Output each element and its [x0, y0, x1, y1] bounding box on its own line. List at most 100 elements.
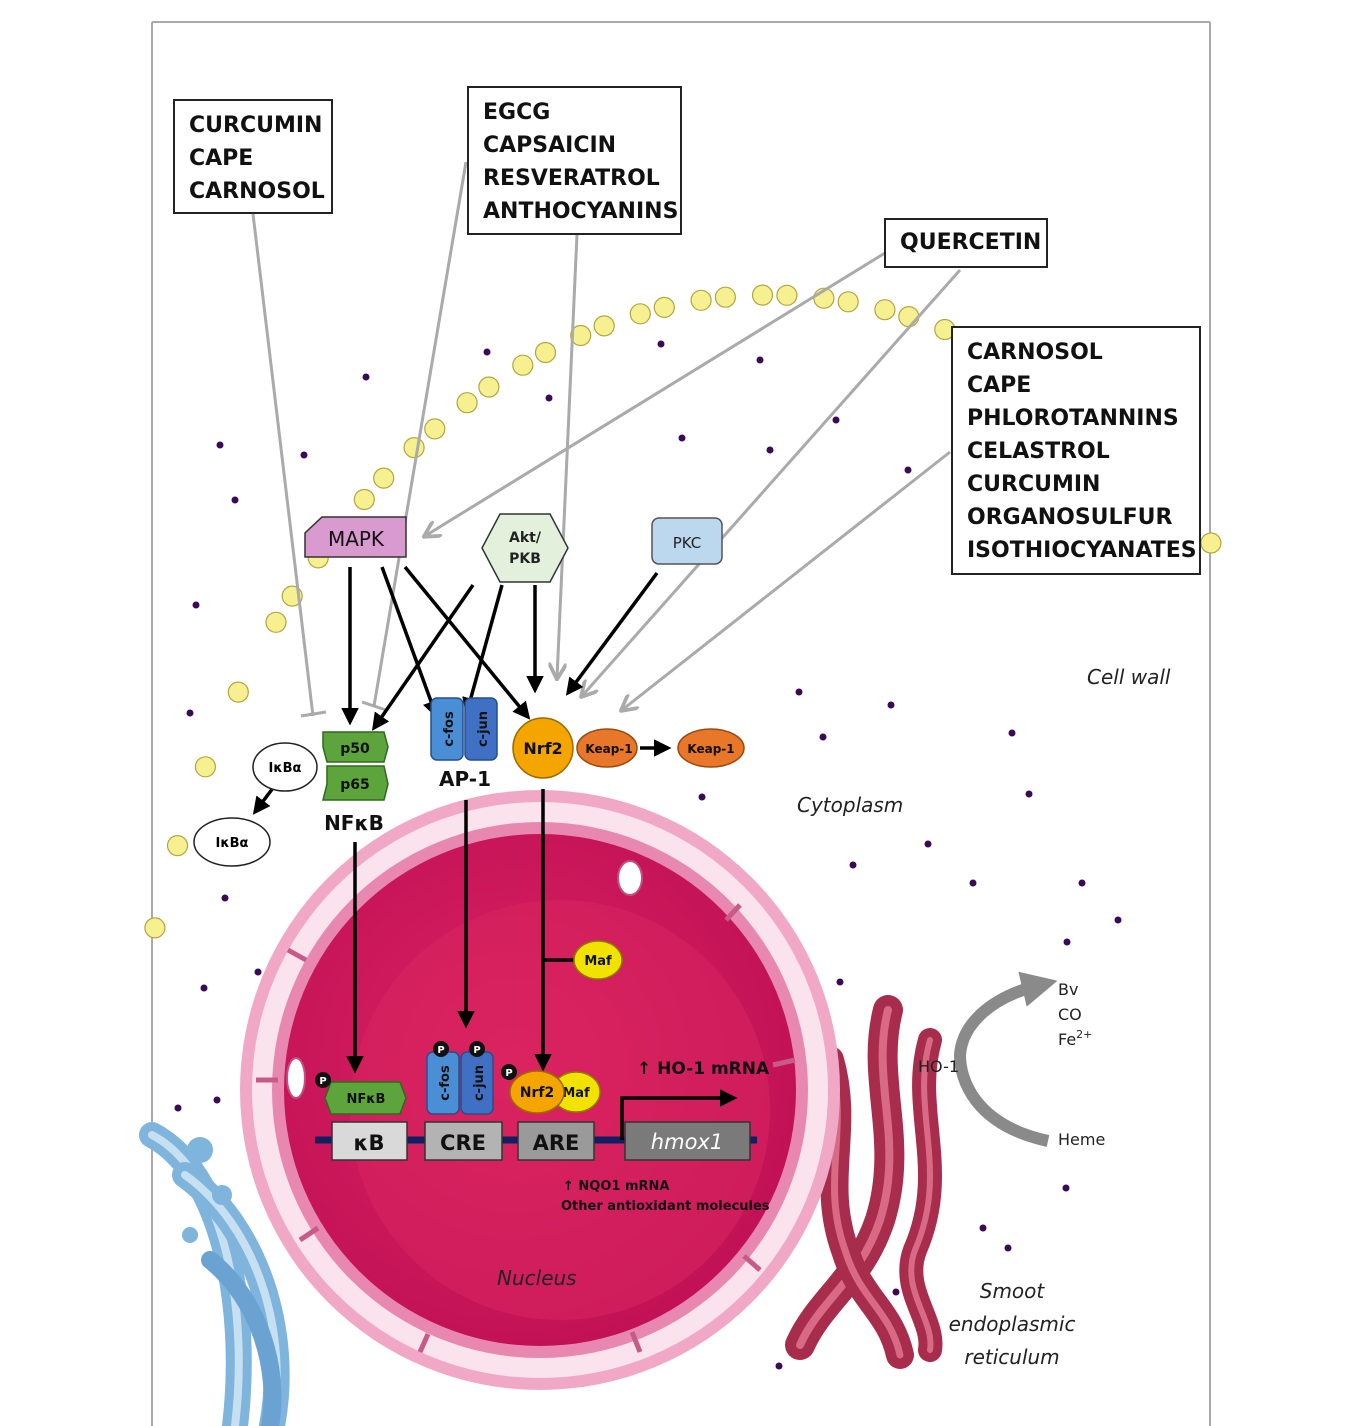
maf-label: Maf [584, 954, 612, 969]
cytoplasm-particle [231, 496, 239, 504]
cytoplasm-particle [1078, 879, 1086, 887]
membrane-bead [837, 291, 859, 313]
compound-cape: CAPE [189, 146, 254, 171]
are-element: ARE [517, 1121, 595, 1161]
cytoplasm-particle [979, 1224, 987, 1232]
hmox1-gene: hmox1 [624, 1121, 751, 1161]
membrane-bead [166, 834, 189, 857]
compound-anthocyanins: ANTHOCYANINS [483, 199, 679, 224]
ikba-label: IκBα [269, 761, 302, 776]
p65-label: p65 [340, 777, 370, 793]
hmox1-label: hmox1 [651, 1130, 723, 1154]
ser-label-line3: reticulum [964, 1345, 1059, 1369]
cytoplasm-particle [849, 861, 857, 869]
membrane-bead [898, 306, 920, 328]
keap1-bound-label: Keap-1 [585, 742, 632, 756]
compound-resveratrol: RESVERATROL [483, 166, 660, 191]
compound-box-egcg-group: EGCG CAPSAICIN RESVERATROL ANTHOCYANINS [467, 86, 682, 235]
cytoplasm-particle [1114, 916, 1122, 924]
keap1-free-label: Keap-1 [687, 742, 734, 756]
cytoplasm-particle [1062, 1184, 1070, 1192]
cjun-bound-label: c-jun [472, 1065, 487, 1101]
cytoplasm-particle [300, 451, 308, 459]
compound-capsaicin: CAPSAICIN [483, 133, 617, 158]
kb-label: κB [354, 1131, 385, 1155]
ho1-mrna-label: ↑ HO-1 mRNA [637, 1059, 770, 1079]
cytoplasm-particle [1008, 729, 1016, 737]
compound-box-curcumin-cape-carnosol: CURCUMIN CAPE CARNOSOL [173, 99, 333, 214]
cytoplasm-particle [1063, 938, 1071, 946]
are-label: ARE [533, 1131, 580, 1155]
membrane-bead [194, 756, 216, 778]
cytoplasm-particle [1025, 790, 1033, 798]
compound-box-carnosol-group: CARNOSOL CAPE PHLOROTANNINS CELASTROL CU… [951, 326, 1201, 575]
cre-label: CRE [440, 1131, 486, 1155]
antioxidant-molecules-label: Other antioxidant molecules [561, 1199, 770, 1214]
golgi-apparatus [139, 1122, 290, 1426]
cytoplasm-particle [795, 688, 803, 696]
cytoplasm-label: Cytoplasm [797, 793, 903, 817]
mapk-node: MAPK [304, 516, 407, 558]
cell-wall-label: Cell wall [1087, 665, 1171, 689]
cytoplasm-particle [904, 466, 912, 474]
cytoplasm-particle [657, 340, 665, 348]
membrane-bead [629, 303, 651, 325]
nfkb-bound-label: NFκB [347, 1092, 386, 1107]
compound-curcumin: CURCUMIN [189, 113, 323, 138]
cytoplasm-particle [200, 984, 208, 992]
akt-label-line1: Akt/ [509, 530, 542, 546]
cytoplasm-particle [832, 416, 840, 424]
membrane-bead [1200, 532, 1222, 554]
compound-inhibition-lines [251, 161, 468, 718]
ikba-free: IκBα [193, 817, 271, 867]
maf-bound-label: Maf [562, 1086, 590, 1101]
membrane-bead [776, 284, 798, 306]
cre-element: CRE [424, 1121, 503, 1161]
cytoplasm-particle [819, 733, 827, 741]
ap1-bound: c-fos c-jun P P [426, 1041, 494, 1115]
cytoplasm-particle [969, 879, 977, 887]
compound-phlorotannins: PHLOROTANNINS [967, 406, 1179, 431]
cytoplasm-particle [756, 356, 764, 364]
kb-element: κB [331, 1121, 408, 1161]
ikba-bound: IκBα [252, 742, 318, 792]
ser-label-line1: Smoot [980, 1279, 1046, 1303]
cytoplasm-particle [213, 1096, 221, 1104]
membrane-bead [690, 289, 712, 311]
ap1-complex: c-fos c-jun [430, 697, 498, 761]
cytoplasm-particle [775, 1362, 783, 1370]
compound-egcg: EGCG [483, 100, 551, 125]
membrane-bead [570, 324, 592, 347]
signaling-arrows [252, 565, 738, 1140]
cytoplasm-particle [192, 601, 200, 609]
membrane-bead [512, 354, 534, 376]
compound-celastrol: CELASTROL [967, 439, 1110, 464]
membrane-bead [144, 917, 166, 939]
membrane-bead [593, 315, 615, 337]
cytoplasm-particle [924, 840, 932, 848]
cytoplasm-particle [698, 793, 706, 801]
compound-organosulfur: ORGANOSULFUR [967, 505, 1173, 530]
membrane-bead [534, 341, 557, 364]
mapk-label: MAPK [328, 527, 385, 551]
phospho-nfkb: P [319, 1076, 326, 1087]
cytoplasm-particle [1004, 1244, 1012, 1252]
cytoplasm-particle [221, 894, 229, 902]
ap1-label: AP-1 [439, 767, 491, 791]
nrf2-label: Nrf2 [523, 739, 562, 758]
compound-curcumin-2: CURCUMIN [967, 472, 1101, 497]
compound-activation-lines [425, 233, 962, 710]
cytoplasm-particle [887, 701, 895, 709]
fe-symbol: Fe [1058, 1030, 1076, 1049]
membrane-bead [403, 437, 425, 459]
membrane-bead [478, 376, 500, 398]
phospho-nrf2: P [505, 1068, 512, 1079]
substrate-heme: Heme [1058, 1130, 1105, 1149]
product-co: CO [1058, 1005, 1082, 1024]
compound-isothiocyanates: ISOTHIOCYANATES [967, 538, 1197, 563]
nrf2-keap1-complex: Keap-1 Nrf2 [512, 717, 638, 779]
pkc-label: PKC [673, 534, 702, 552]
compound-box-quercetin: QUERCETIN [884, 218, 1048, 268]
p50-label: p50 [340, 741, 370, 757]
nqo1-mrna-label: ↑ NQO1 mRNA [563, 1179, 669, 1194]
